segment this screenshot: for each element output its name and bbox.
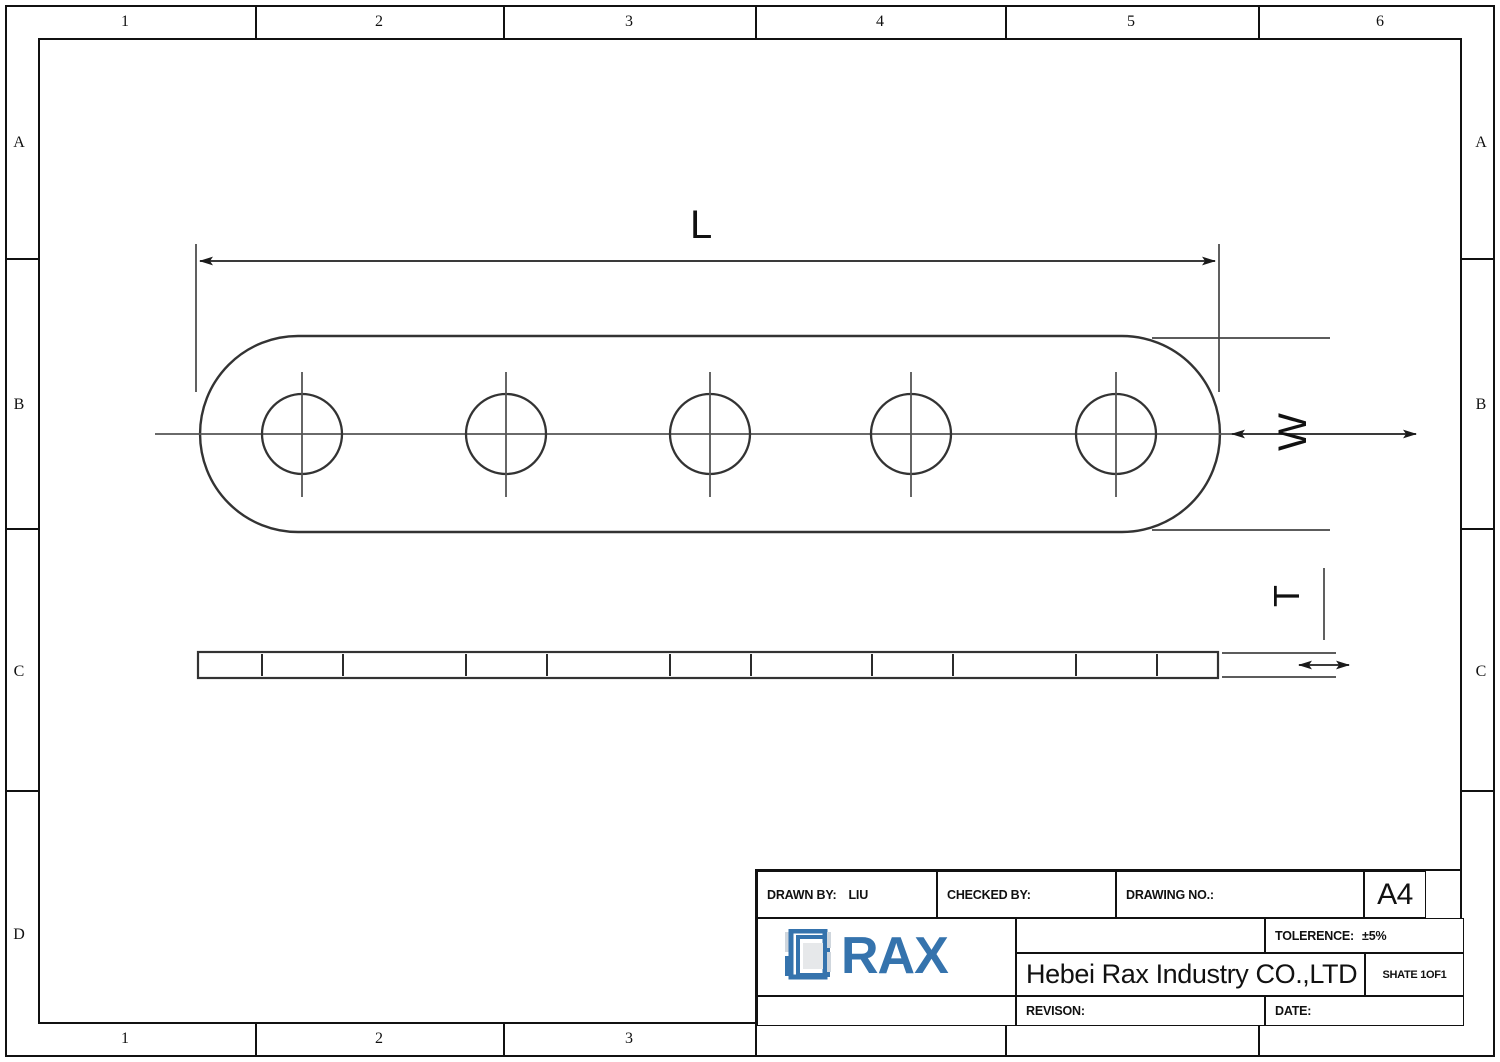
zone-label-top-5: 5 <box>1127 13 1135 30</box>
title-block: DRAWN BY: LIU CHECKED BY: DRAWING NO.: A… <box>755 869 1464 1026</box>
drawing-no-label: DRAWING NO.: <box>1126 887 1214 902</box>
drawing-frame <box>38 38 1462 1024</box>
zone-label-bottom-3: 3 <box>625 1030 633 1047</box>
dimension-label-thickness: T <box>1266 585 1307 607</box>
zone-divider-bottom-4 <box>1005 1024 1007 1055</box>
zone-label-top-1: 1 <box>121 13 129 30</box>
zone-divider-left-1 <box>7 258 38 260</box>
date-label: DATE: <box>1275 1004 1312 1018</box>
zone-divider-bottom-5 <box>1258 1024 1260 1055</box>
zone-label-top-6: 6 <box>1376 13 1384 30</box>
zone-label-left-b: B <box>13 396 25 413</box>
zone-divider-top-4 <box>1005 7 1007 38</box>
zone-label-right-c: C <box>1475 663 1487 680</box>
sheet-size-cell: A4 <box>1364 871 1426 918</box>
zone-divider-bottom-3 <box>755 1024 757 1055</box>
zone-divider-top-3 <box>755 7 757 38</box>
tolerance-label: TOLERENCE: <box>1275 928 1355 943</box>
zone-label-left-d: D <box>13 926 25 943</box>
zone-label-bottom-1: 1 <box>121 1030 129 1047</box>
tolerance-cell: TOLERENCE: ±5% <box>1265 918 1464 953</box>
zone-divider-left-2 <box>7 528 38 530</box>
zone-divider-top-5 <box>1258 7 1260 38</box>
sheet-outer-border <box>5 5 1495 1057</box>
company-name-cell: Hebei Rax Industry CO.,LTD <box>1016 953 1365 996</box>
zone-label-top-2: 2 <box>375 13 383 30</box>
zone-divider-left-3 <box>7 790 38 792</box>
nested-square-frame-icon <box>784 929 831 980</box>
zone-divider-right-1 <box>1462 258 1493 260</box>
logo-cell: RAX <box>757 918 1016 996</box>
drawing-no-cell[interactable]: DRAWING NO.: <box>1116 871 1364 918</box>
zone-divider-top-1 <box>255 7 257 38</box>
sheet-count-value: SHATE 1OF1 <box>1382 968 1447 981</box>
date-cell[interactable]: DATE: <box>1265 996 1464 1026</box>
zone-divider-bottom-2 <box>503 1024 505 1055</box>
blank-cell-mid <box>1016 918 1265 953</box>
zone-divider-bottom-1 <box>255 1024 257 1055</box>
revision-label: REVISON: <box>1026 1004 1085 1018</box>
tolerance-value: ±5% <box>1362 928 1387 943</box>
sheet-size-value: A4 <box>1377 877 1413 911</box>
checked-by-cell[interactable]: CHECKED BY: <box>937 871 1116 918</box>
zone-divider-right-2 <box>1462 528 1493 530</box>
zone-label-top-3: 3 <box>625 13 633 30</box>
drawn-by-cell[interactable]: DRAWN BY: LIU <box>757 871 937 918</box>
zone-divider-right-3 <box>1462 790 1493 792</box>
zone-label-right-a: A <box>1475 134 1487 151</box>
sheet-count-cell: SHATE 1OF1 <box>1365 953 1464 996</box>
drawn-by-value: LIU <box>848 887 869 902</box>
zone-label-bottom-2: 2 <box>375 1030 383 1047</box>
revision-cell[interactable]: REVISON: <box>1016 996 1265 1026</box>
dimension-label-length: L <box>690 203 713 247</box>
zone-label-left-c: C <box>13 663 25 680</box>
logo-wordmark: RAX <box>841 929 950 985</box>
zone-label-right-b: B <box>1475 396 1487 413</box>
zone-divider-top-2 <box>503 7 505 38</box>
company-logo: RAX <box>758 919 1015 995</box>
company-name: Hebei Rax Industry CO.,LTD <box>1026 959 1358 989</box>
zone-label-left-a: A <box>13 134 25 151</box>
dimension-label-width: W <box>1270 413 1315 451</box>
blank-cell-bottom-left <box>757 996 1016 1026</box>
checked-by-label: CHECKED BY: <box>947 887 1031 902</box>
drawn-by-label: DRAWN BY: <box>767 887 837 902</box>
svg-text:RAX: RAX <box>841 929 949 985</box>
zone-label-top-4: 4 <box>876 13 884 30</box>
